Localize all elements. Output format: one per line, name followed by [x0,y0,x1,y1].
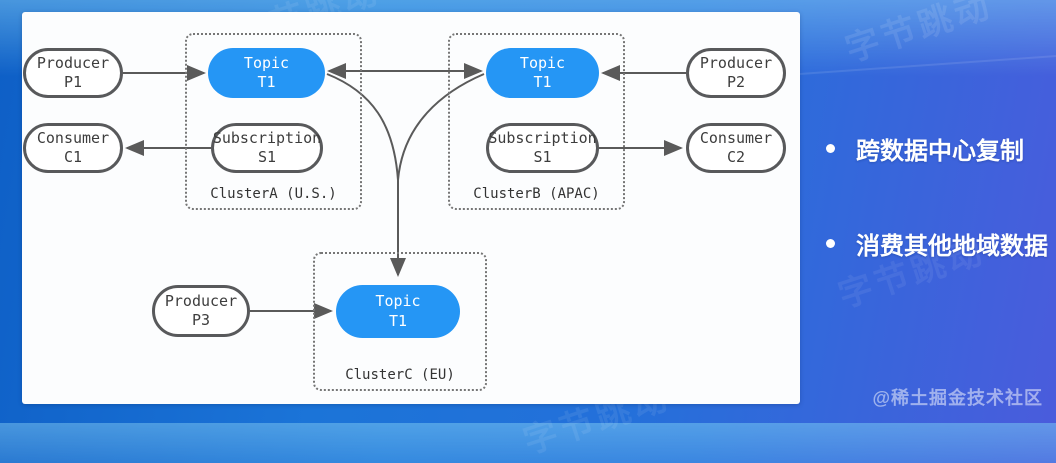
node-id: S1 [257,148,277,166]
diagram-panel: ClusterA (U.S.) ClusterB (APAC) ClusterC… [22,12,800,404]
node-title: Topic [243,53,290,72]
node-id: C2 [726,148,746,166]
node-title: Producer [164,291,238,310]
bullet-text: 跨数据中心复制 [856,138,1024,165]
node-producer-p2: Producer P2 [686,48,786,98]
bullet-text: 消费其他地域数据 [856,233,1048,260]
node-title: Producer [36,53,110,72]
node-consumer-c2: Consumer C2 [686,123,786,173]
node-id: T1 [533,73,552,91]
cluster-c-box: ClusterC (EU) [313,252,487,391]
node-consumer-c1: Consumer C1 [23,123,123,173]
arrow-topic-b-to-topic-c-replication [397,73,485,181]
node-topic-t1-cluster-a: Topic T1 [208,48,325,98]
node-producer-p3: Producer P3 [152,285,250,337]
node-title: Topic [519,53,566,72]
community-watermark: @稀土掘金技术社区 [872,388,1043,408]
node-id: P2 [726,73,746,91]
node-producer-p1: Producer P1 [23,48,123,98]
bullet-icon [826,239,835,248]
bullet-cross-datacenter-replication: 跨数据中心复制 [826,131,1024,166]
node-title: Consumer [36,128,110,147]
node-title: Subscription [488,128,597,147]
arrow-topic-a-to-topic-c-replication [326,73,406,277]
node-id: P3 [191,311,211,329]
arrow-layer [123,63,686,319]
bullet-consume-other-region-data: 消费其他地域数据 [826,226,1048,261]
node-id: C1 [63,148,83,166]
node-topic-t1-cluster-b: Topic T1 [486,48,599,98]
cluster-a-box: ClusterA (U.S.) [185,33,362,210]
node-subscription-s1-cluster-a: Subscription S1 [211,123,323,173]
cluster-b-box: ClusterB (APAC) [448,33,625,210]
node-topic-t1-cluster-c: Topic T1 [336,285,460,338]
node-title: Producer [699,53,773,72]
cluster-c-label: ClusterC (EU) [345,367,455,383]
bullet-icon [826,144,835,153]
cluster-a-label: ClusterA (U.S.) [210,186,337,202]
node-id: P1 [63,73,83,91]
slide: { "diagram": { "clusters": { "a": { "lab… [0,0,1056,423]
node-title: Consumer [699,128,773,147]
node-subscription-s1-cluster-b: Subscription S1 [486,123,599,173]
node-title: Subscription [212,128,322,147]
node-id: T1 [388,311,408,330]
node-id: T1 [257,73,276,91]
cluster-b-label: ClusterB (APAC) [473,186,600,202]
background-streak [778,53,1056,77]
node-id: S1 [533,148,552,166]
node-title: Topic [375,292,421,310]
